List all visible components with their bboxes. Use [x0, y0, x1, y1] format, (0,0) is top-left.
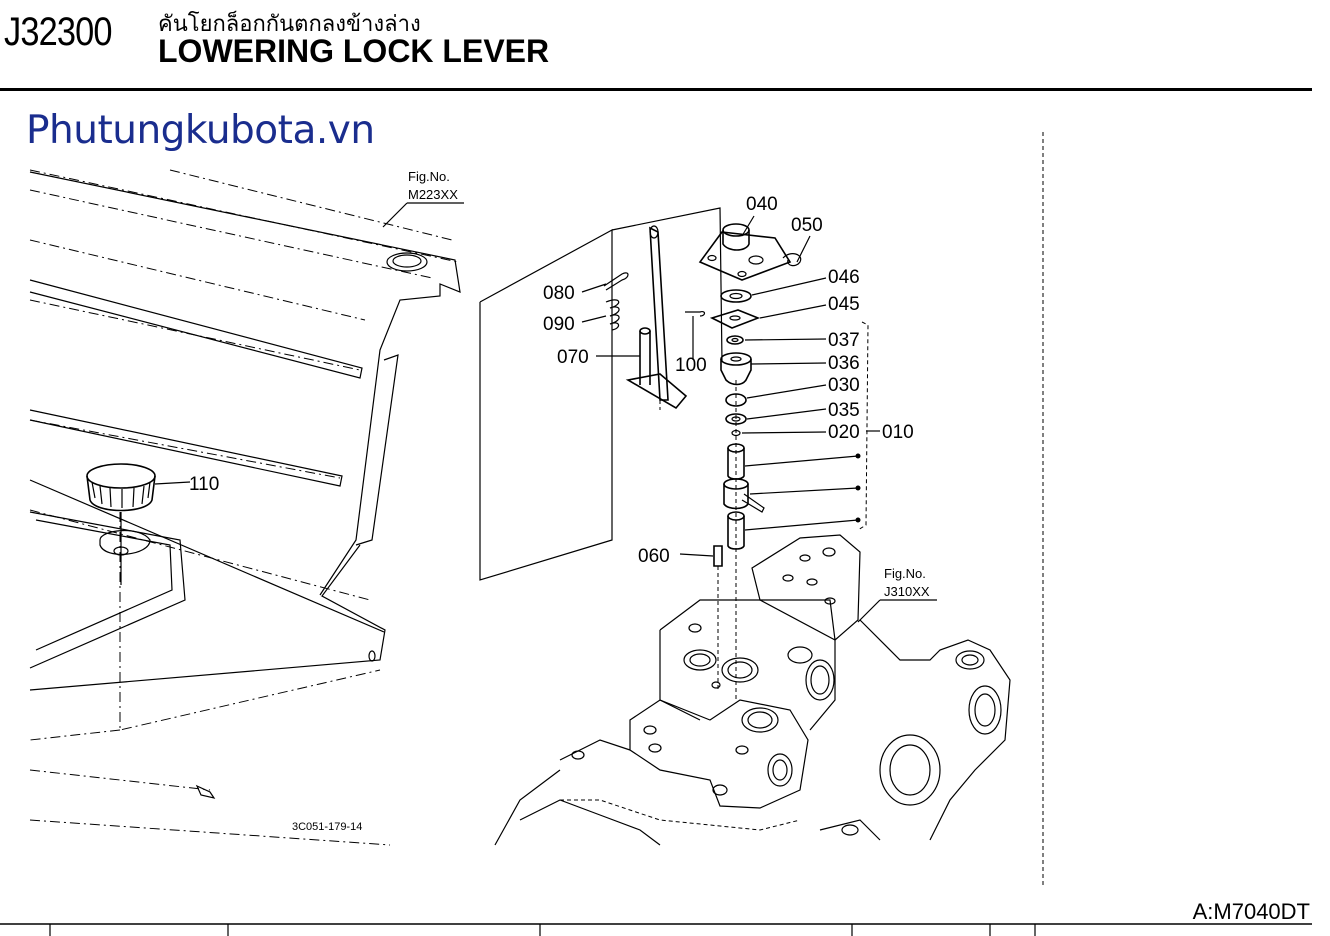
spring-pin-part-060 — [713, 545, 723, 567]
fig-ref-left-label: Fig.No. — [408, 169, 450, 184]
collar-with-pin — [723, 478, 765, 513]
label-090: 090 — [543, 314, 575, 335]
nut-part-037 — [726, 335, 744, 345]
title-english: LOWERING LOCK LEVER — [158, 33, 550, 69]
watermark-text: Phutungkubota.vn — [26, 108, 375, 153]
lever-rod — [649, 225, 669, 401]
title-thai: คันโยกล็อกกันตกลงข้างล่าง — [158, 12, 421, 37]
valve-body-housing — [494, 534, 1011, 846]
bracket-lines — [479, 228, 613, 581]
label-060: 060 — [638, 546, 670, 567]
label-036: 036 — [828, 353, 860, 374]
label-100: 100 — [675, 355, 707, 376]
spring-part-090 — [605, 299, 620, 331]
stopper-part-070 — [625, 327, 688, 410]
fig-ref-left-callout — [382, 202, 464, 228]
leader-lines — [154, 215, 859, 557]
label-010: 010 — [882, 422, 914, 443]
knob-part-110 — [86, 463, 156, 585]
label-110: 110 — [189, 474, 219, 495]
label-030: 030 — [828, 375, 860, 396]
cover-panel — [29, 169, 461, 846]
plate-part-045 — [709, 309, 761, 329]
drawing-number: 3C051-179-14 — [292, 821, 362, 833]
fig-ref-left-number: M223XX — [408, 187, 458, 202]
clip-part-100 — [685, 311, 706, 360]
clip-part-080 — [603, 272, 629, 291]
label-040: 040 — [746, 194, 778, 215]
fig-ref-right-callout — [857, 599, 937, 623]
header-rule — [0, 88, 1312, 91]
fig-ref-right-number: J310XX — [884, 584, 930, 599]
label-050: 050 — [791, 215, 823, 236]
washer-part-046 — [720, 289, 752, 303]
model-code: A:M7040DT — [1192, 899, 1310, 924]
bottom-table-border — [0, 923, 1312, 936]
label-037: 037 — [828, 330, 860, 351]
label-020: 020 — [828, 422, 860, 443]
label-045: 045 — [828, 294, 860, 315]
fig-ref-right-label: Fig.No. — [884, 566, 926, 581]
pin-part-050 — [782, 253, 802, 267]
bracket-part-040 — [698, 223, 792, 281]
bushing-part-036 — [720, 352, 752, 386]
centerlines — [659, 380, 737, 700]
label-080: 080 — [543, 283, 575, 304]
figure-code: J32300 — [4, 10, 113, 54]
label-070: 070 — [557, 347, 589, 368]
label-046: 046 — [828, 267, 860, 288]
label-035: 035 — [828, 400, 860, 421]
